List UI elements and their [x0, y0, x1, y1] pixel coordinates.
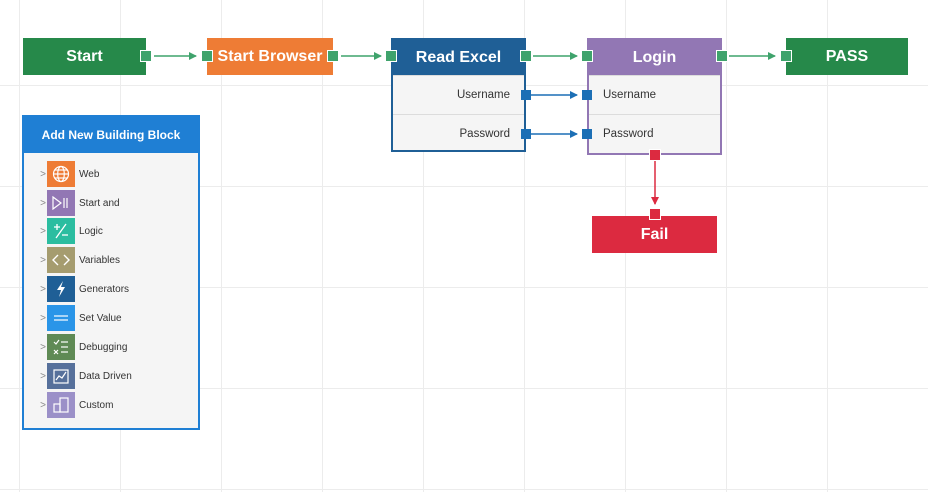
start-browser-input-port[interactable]: [201, 50, 213, 62]
login-title: Login: [589, 40, 720, 75]
fail-input-port[interactable]: [649, 208, 661, 220]
start-browser-output-port[interactable]: [327, 50, 339, 62]
start-node[interactable]: Start: [23, 38, 146, 75]
login-output-port[interactable]: [716, 50, 728, 62]
start-browser-label: Start Browser: [217, 47, 323, 65]
block-category-generators[interactable]: > Generators: [24, 275, 198, 303]
expand-chevron-icon[interactable]: >: [40, 168, 46, 180]
login-password-label: Password: [603, 128, 654, 140]
read-excel-title: Read Excel: [393, 40, 524, 75]
block-category-label: Web: [79, 168, 100, 180]
block-category-logic[interactable]: > Logic: [24, 217, 198, 245]
pass-label: PASS: [825, 47, 869, 65]
block-category-label: Set Value: [79, 312, 122, 324]
block-category-data-driven[interactable]: > Data Driven: [24, 362, 198, 390]
plus-minus-icon: [47, 218, 75, 244]
expand-chevron-icon[interactable]: >: [40, 197, 46, 209]
login-password-port[interactable]: [582, 129, 592, 139]
block-category-label: Custom: [79, 399, 114, 411]
start-output-port[interactable]: [140, 50, 152, 62]
block-category-start-and[interactable]: > Start and: [24, 189, 198, 217]
login-username-row: Username: [589, 75, 720, 114]
block-category-set-value[interactable]: > Set Value: [24, 304, 198, 332]
block-category-custom[interactable]: > Custom: [24, 391, 198, 419]
lightning-icon: [47, 276, 75, 302]
panel-title: Add New Building Block: [24, 117, 198, 153]
login-fail-port[interactable]: [649, 149, 661, 161]
globe-icon: [47, 161, 75, 187]
expand-chevron-icon[interactable]: >: [40, 312, 46, 324]
block-category-label: Data Driven: [79, 370, 132, 382]
equals-icon: [47, 305, 75, 331]
block-category-debugging[interactable]: > Debugging: [24, 333, 198, 361]
read-excel-password-port[interactable]: [521, 129, 531, 139]
play-pause-icon: [47, 190, 75, 216]
building-block-panel: Add New Building Block > Web > Start and…: [22, 115, 200, 430]
expand-chevron-icon[interactable]: >: [40, 341, 46, 353]
start-label: Start: [66, 47, 103, 65]
login-username-label: Username: [603, 89, 657, 101]
expand-chevron-icon[interactable]: >: [40, 254, 46, 266]
expand-chevron-icon[interactable]: >: [40, 370, 46, 382]
read-excel-username-port[interactable]: [521, 90, 531, 100]
login-input-port[interactable]: [581, 50, 593, 62]
login-block[interactable]: Login Username Password: [587, 38, 722, 155]
expand-chevron-icon[interactable]: >: [40, 399, 46, 411]
block-category-web[interactable]: > Web: [24, 160, 198, 188]
expand-chevron-icon[interactable]: >: [40, 225, 46, 237]
angle-brackets-icon: [47, 247, 75, 273]
read-excel-block[interactable]: Read Excel Username Password: [391, 38, 526, 152]
read-excel-output-port[interactable]: [520, 50, 532, 62]
block-category-label: Debugging: [79, 341, 128, 353]
checklist-icon: [47, 334, 75, 360]
block-category-label: Variables: [79, 254, 120, 266]
login-password-row: Password: [589, 114, 720, 153]
block-category-label: Logic: [79, 225, 103, 237]
read-excel-password-row: Password: [393, 114, 524, 153]
fail-label: Fail: [640, 225, 669, 243]
block-category-variables[interactable]: > Variables: [24, 246, 198, 274]
login-username-port[interactable]: [582, 90, 592, 100]
pass-node[interactable]: PASS: [786, 38, 908, 75]
chart-icon: [47, 363, 75, 389]
read-excel-password-label: Password: [459, 128, 511, 140]
block-category-label: Generators: [79, 283, 130, 295]
read-excel-username-row: Username: [393, 75, 524, 114]
start-browser-node[interactable]: Start Browser: [207, 38, 333, 75]
read-excel-input-port[interactable]: [385, 50, 397, 62]
pass-input-port[interactable]: [780, 50, 792, 62]
expand-chevron-icon[interactable]: >: [40, 283, 46, 295]
read-excel-username-label: Username: [456, 89, 510, 101]
fail-node[interactable]: Fail: [592, 216, 717, 253]
devices-icon: [47, 392, 75, 418]
fail-arrowhead: [651, 197, 659, 205]
block-category-label: Start and: [79, 197, 120, 209]
